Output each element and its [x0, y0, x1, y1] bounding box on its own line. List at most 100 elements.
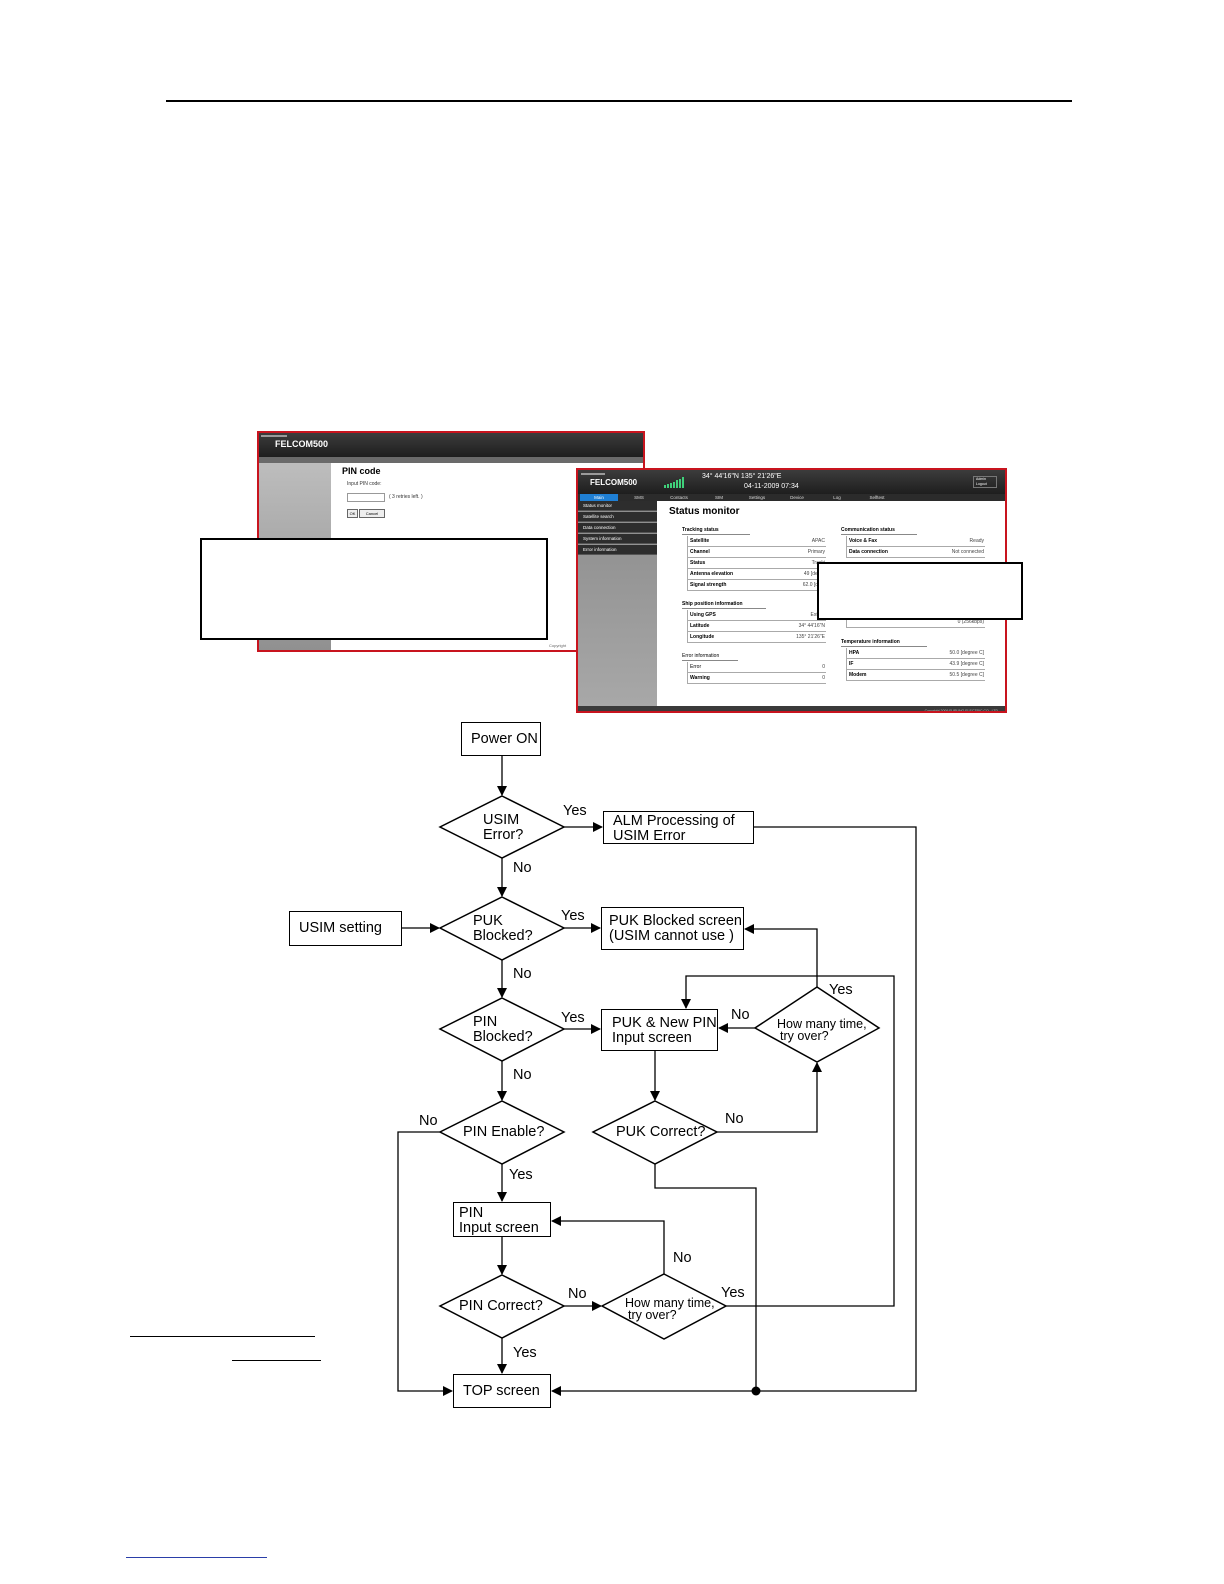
no-label: No [731, 1007, 750, 1023]
tab-selftest[interactable]: Selftest [869, 495, 885, 500]
puk-screen-line-2: (USIM cannot use ) [609, 928, 734, 944]
pin-blocked-text: PIN Blocked? [473, 1015, 533, 1045]
usim-error-line-1: USIM [483, 812, 520, 828]
row-value: 50.0 [degree C] [949, 650, 984, 656]
cancel-button[interactable]: Cancel [359, 509, 385, 518]
alm-line-2: USIM Error [613, 828, 686, 844]
usim-error-line-2: Error? [483, 827, 524, 843]
yes-label: Yes [509, 1167, 533, 1183]
tab-main[interactable]: Main [580, 494, 618, 501]
sidebar-item-status-monitor[interactable]: Status monitor [578, 501, 657, 511]
no-label: No [725, 1111, 744, 1127]
section-heading: Tracking status [682, 527, 750, 535]
admin-logout-button[interactable]: Admin Logout [973, 476, 997, 488]
main-tabs: Main SMS Contacts SIM Settings Device Lo… [578, 494, 1005, 501]
header-rule [166, 100, 1072, 102]
pin-input-screen-box: PIN Input screen [453, 1202, 551, 1237]
yes-label: Yes [721, 1285, 745, 1301]
sidebar-item-satellite-search[interactable]: Satellite search [578, 512, 657, 522]
alm-processing-box: ALM Processing of USIM Error [603, 811, 754, 844]
copyright-text: Copyright 2009 FURUNO ELECTRIC CO., LTD. [924, 709, 999, 713]
puk-blocked-line-2: Blocked? [473, 928, 533, 944]
tab-contacts[interactable]: Contacts [670, 495, 688, 500]
row-key: Satellite [690, 538, 710, 544]
no-label: No [568, 1286, 587, 1302]
table-row: Antenna elevation 49 [degre [687, 569, 826, 580]
row-key: Status [690, 560, 706, 566]
how-many-text-1: How many time, try over? [777, 1017, 867, 1043]
tab-log[interactable]: Log [833, 495, 841, 500]
pin-input-label: Input PIN code: [347, 481, 382, 487]
callout-box-left [200, 538, 548, 640]
section-heading: Communication status [841, 527, 917, 535]
table-row: Warning 0 [687, 673, 826, 684]
puk-blocked-screen-box: PUK Blocked screen (USIM cannot use ) [601, 907, 744, 950]
row-key: Data connection [849, 549, 888, 555]
tab-sms[interactable]: SMS [634, 495, 644, 500]
pin-blocked-line-1: PIN [473, 1014, 498, 1030]
no-label: No [513, 966, 532, 982]
sidebar: Status monitor Satellite search Data con… [578, 501, 657, 711]
pin-input-line-1: PIN [459, 1205, 484, 1221]
row-value: 62.0 [dBH [802, 582, 825, 588]
ok-button[interactable]: OK [347, 509, 358, 518]
pin-correct-text: PIN Correct? [459, 1298, 543, 1314]
tab-device[interactable]: Device [790, 495, 804, 500]
sidebar-item-data-connection[interactable]: Data connection [578, 523, 657, 533]
retries-text: ( 3 retries left. ) [389, 494, 423, 500]
row-key: Signal strength [690, 582, 727, 588]
yes-label: Yes [561, 908, 585, 924]
top-screen-box: TOP screen [453, 1374, 551, 1408]
footer-link-underline [126, 1557, 267, 1558]
puk-new-pin-line-2: Input screen [612, 1030, 692, 1046]
row-value: 50.5 [degree C] [949, 672, 984, 678]
maker-logo [581, 473, 605, 475]
pin-input-line-2: Input screen [459, 1220, 539, 1236]
menu-strip [259, 457, 643, 463]
yes-label: Yes [829, 982, 853, 998]
sidebar-item-error-information[interactable]: Error information [578, 545, 657, 555]
section-heading: Ship position information [682, 601, 766, 609]
puk-new-pin-box: PUK & New PIN Input screen [601, 1009, 718, 1051]
row-value: 0 [822, 664, 825, 670]
app-brand: FELCOM500 [275, 439, 329, 449]
row-value: APAC [811, 538, 825, 544]
row-key: Antenna elevation [690, 571, 734, 577]
app-header: FELCOM500 [259, 433, 643, 457]
row-value: Primary [807, 549, 825, 555]
row-key: HPA [849, 650, 860, 656]
app-footer: Copyright 2009 FURUNO ELECTRIC CO., LTD. [578, 706, 1005, 713]
alm-line-1: ALM Processing of [613, 813, 735, 829]
pin-input[interactable] [347, 493, 385, 502]
row-key: Warning [690, 675, 710, 681]
table-row: Satellite APAC [687, 536, 826, 547]
how-many-1-line-1: How many time, [777, 1017, 867, 1031]
table-row: 0 (256kbps) [846, 617, 985, 628]
row-key: Channel [690, 549, 710, 555]
tab-sim[interactable]: SIM [714, 495, 723, 500]
no-label: No [513, 1067, 532, 1083]
usim-error-text: USIM Error? [483, 813, 523, 843]
tab-settings[interactable]: Settings [748, 495, 766, 500]
row-key: IF [849, 661, 854, 667]
app-brand: FELCOM500 [590, 478, 638, 487]
footer-text: Copyright [549, 643, 567, 648]
how-many-2-line-2: try over? [628, 1308, 677, 1322]
row-value: 0 [822, 675, 825, 681]
table-row: Signal strength 62.0 [dBH [687, 580, 826, 591]
table-row: HPA 50.0 [degree C] [846, 648, 985, 659]
puk-new-pin-line-1: PUK & New PIN [612, 1015, 717, 1031]
row-value: 49 [degre [803, 571, 825, 577]
section-heading: Temperature information [841, 639, 927, 647]
yes-label: Yes [563, 803, 587, 819]
pin-enable-text: PIN Enable? [463, 1124, 545, 1140]
sidebar-item-system-information[interactable]: System information [578, 534, 657, 544]
page-title: Status monitor [669, 506, 740, 517]
how-many-text-2: How many time, try over? [625, 1297, 715, 1322]
row-value: 0 (256kbps) [957, 619, 984, 625]
signal-bars-icon [664, 476, 688, 488]
no-label: No [673, 1250, 692, 1266]
